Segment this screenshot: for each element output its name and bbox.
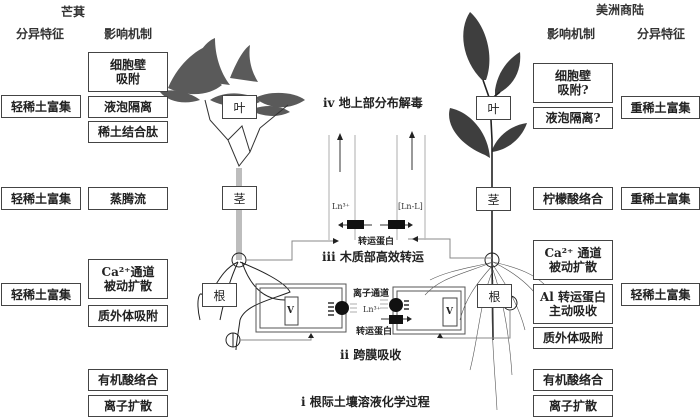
right-feature-leaf: 重稀土富集	[621, 96, 700, 119]
xylem-transporters	[333, 220, 418, 244]
left-mech-cell-wall: 细胞壁 吸附	[88, 52, 168, 92]
left-organ-stem: 茎	[222, 186, 257, 210]
right-organ-leaf: 叶	[476, 96, 511, 120]
stage-ii-label: ii 跨膜吸收	[340, 348, 402, 362]
fern-stem	[236, 168, 242, 260]
root-junction-circle-right	[484, 252, 500, 268]
stage-iii-label: iii 木质部高效转运	[322, 250, 424, 264]
right-feature-stem: 重稀土富集	[621, 187, 700, 210]
left-mech-apoplast: 质外体吸附	[88, 305, 168, 327]
right-mech-citrate: 柠檬酸络合	[533, 187, 613, 210]
stage-i-label: i 根际土壤溶液化学过程	[301, 395, 430, 409]
right-feature-root: 轻稀土富集	[621, 283, 700, 306]
left-mechanism-header: 影响机制	[104, 27, 153, 41]
right-mech-organic-acid: 有机酸络合	[533, 369, 613, 391]
left-mech-ca-channel: Ca²⁺通道 被动扩散	[88, 259, 168, 299]
left-organ-root: 根	[202, 283, 237, 307]
left-feature-root: 轻稀土富集	[1, 283, 81, 306]
right-plant-title: 美洲商陆	[596, 3, 645, 17]
right-vacuole-label: V	[446, 307, 453, 317]
left-organ-leaf: 叶	[222, 95, 257, 119]
fern-stalk-lines	[204, 99, 289, 167]
right-mechanism-header: 影响机制	[547, 27, 596, 41]
right-feature-header: 分异特征	[637, 27, 686, 41]
left-mech-vacuole: 液泡隔离	[88, 96, 168, 118]
left-feature-header: 分异特征	[16, 27, 65, 41]
right-mech-al-transporter: Al 转运蛋白 主动吸收	[533, 284, 613, 324]
xylem-transporter-label: 转运蛋白	[358, 237, 395, 247]
left-plant-title: 芒萁	[61, 5, 86, 19]
right-organ-stem: 茎	[476, 187, 511, 211]
membrane-transporter-label: 转运蛋白	[356, 327, 393, 337]
membrane-ln-label: Ln³⁺	[363, 305, 381, 314]
right-mech-cell-wall: 细胞壁 吸附?	[533, 63, 613, 103]
ion-channel-label: 离子通道	[353, 289, 390, 299]
right-mech-vacuole: 液泡隔离?	[533, 107, 613, 129]
stage-iv-label: iv 地上部分布解毒	[323, 96, 423, 110]
left-vacuole-label: V	[287, 306, 294, 316]
left-mech-peptide: 稀土结合肽	[88, 121, 168, 143]
right-cell	[380, 286, 466, 335]
right-organ-root: 根	[477, 284, 512, 308]
left-cell	[255, 283, 357, 333]
right-mech-apoplast: 质外体吸附	[533, 327, 613, 349]
left-feature-leaf: 轻稀土富集	[1, 95, 81, 118]
left-mech-ion-diffusion: 离子扩散	[88, 395, 168, 417]
xylem-ln-complex-label: [Ln-L]	[398, 202, 423, 211]
xylem-ln-label: Ln³⁺	[332, 202, 350, 211]
upward-arrows	[339, 136, 413, 172]
xylem-connector-lines	[246, 238, 492, 261]
right-mech-ca-channel: Ca²⁺ 通道 被动扩散	[533, 240, 613, 280]
pokeweed-leaves	[449, 12, 527, 158]
right-mech-ion-diffusion: 离子扩散	[533, 395, 613, 417]
left-feature-stem: 轻稀土富集	[1, 187, 81, 210]
pokeweed-roots	[424, 261, 549, 411]
left-mech-organic-acid: 有机酸络合	[88, 369, 168, 391]
left-mech-transpiration: 蒸腾流	[88, 187, 168, 210]
